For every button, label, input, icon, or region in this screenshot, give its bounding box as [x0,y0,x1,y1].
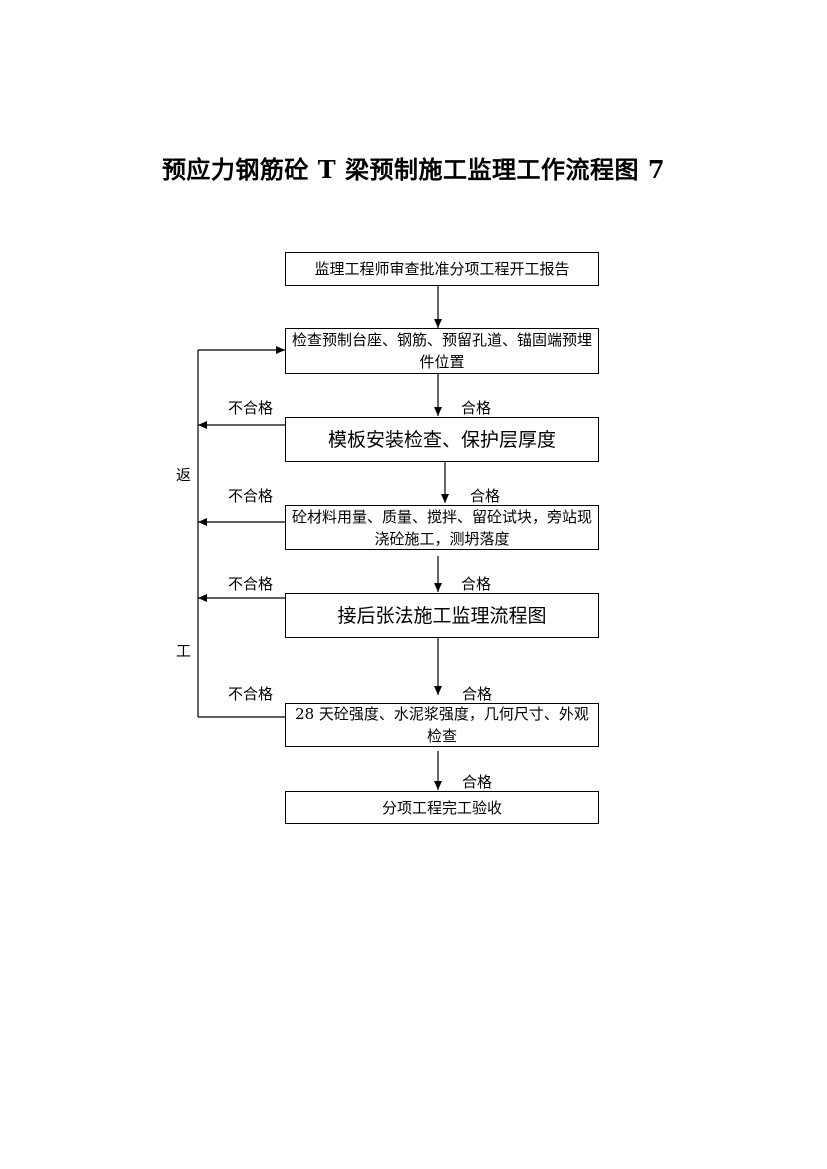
fail-label: 不合格 [228,575,274,593]
fail-label: 不合格 [228,399,274,417]
page-title: 预应力钢筋砼 T 梁预制施工监理工作流程图 7 [161,155,666,184]
step-1-text: 监理工程师审查批准分项工程开工报告 [314,260,570,278]
pass-label: 合格 [470,487,501,505]
step-6-text: 28 天砼强度、水泥浆强度，几何尺寸、外观检查 [295,705,589,745]
return-label-char-2: 工 [176,642,192,660]
step-4-box: 砼材料用量、质量、搅拌、留砼试块，旁站现浇砼施工，测坍落度 [285,505,599,550]
fail-label: 不合格 [228,487,274,505]
step-4-text: 砼材料用量、质量、搅拌、留砼试块，旁站现浇砼施工，测坍落度 [292,507,593,548]
step-2-box: 检查预制台座、钢筋、预留孔道、锚固端预埋件位置 [285,328,599,374]
step-3-box: 模板安装检查、保护层厚度 [285,417,599,462]
step-5-box: 接后张法施工监理流程图 [285,593,599,638]
step-5-text: 接后张法施工监理流程图 [337,604,547,627]
pass-label: 合格 [462,685,493,703]
pass-label: 合格 [462,773,493,791]
step-2-text: 检查预制台座、钢筋、预留孔道、锚固端预埋件位置 [292,331,593,371]
fail-label: 不合格 [228,685,274,703]
step-7-box: 分项工程完工验收 [285,791,599,824]
pass-label: 合格 [461,399,492,417]
step-7-text: 分项工程完工验收 [381,798,502,817]
step-1-box: 监理工程师审查批准分项工程开工报告 [285,252,599,286]
return-label-char-1: 返 [176,466,192,484]
step-6-box: 28 天砼强度、水泥浆强度，几何尺寸、外观检查 [285,703,599,747]
step-3-text: 模板安装检查、保护层厚度 [327,428,556,451]
pass-label: 合格 [461,575,492,593]
